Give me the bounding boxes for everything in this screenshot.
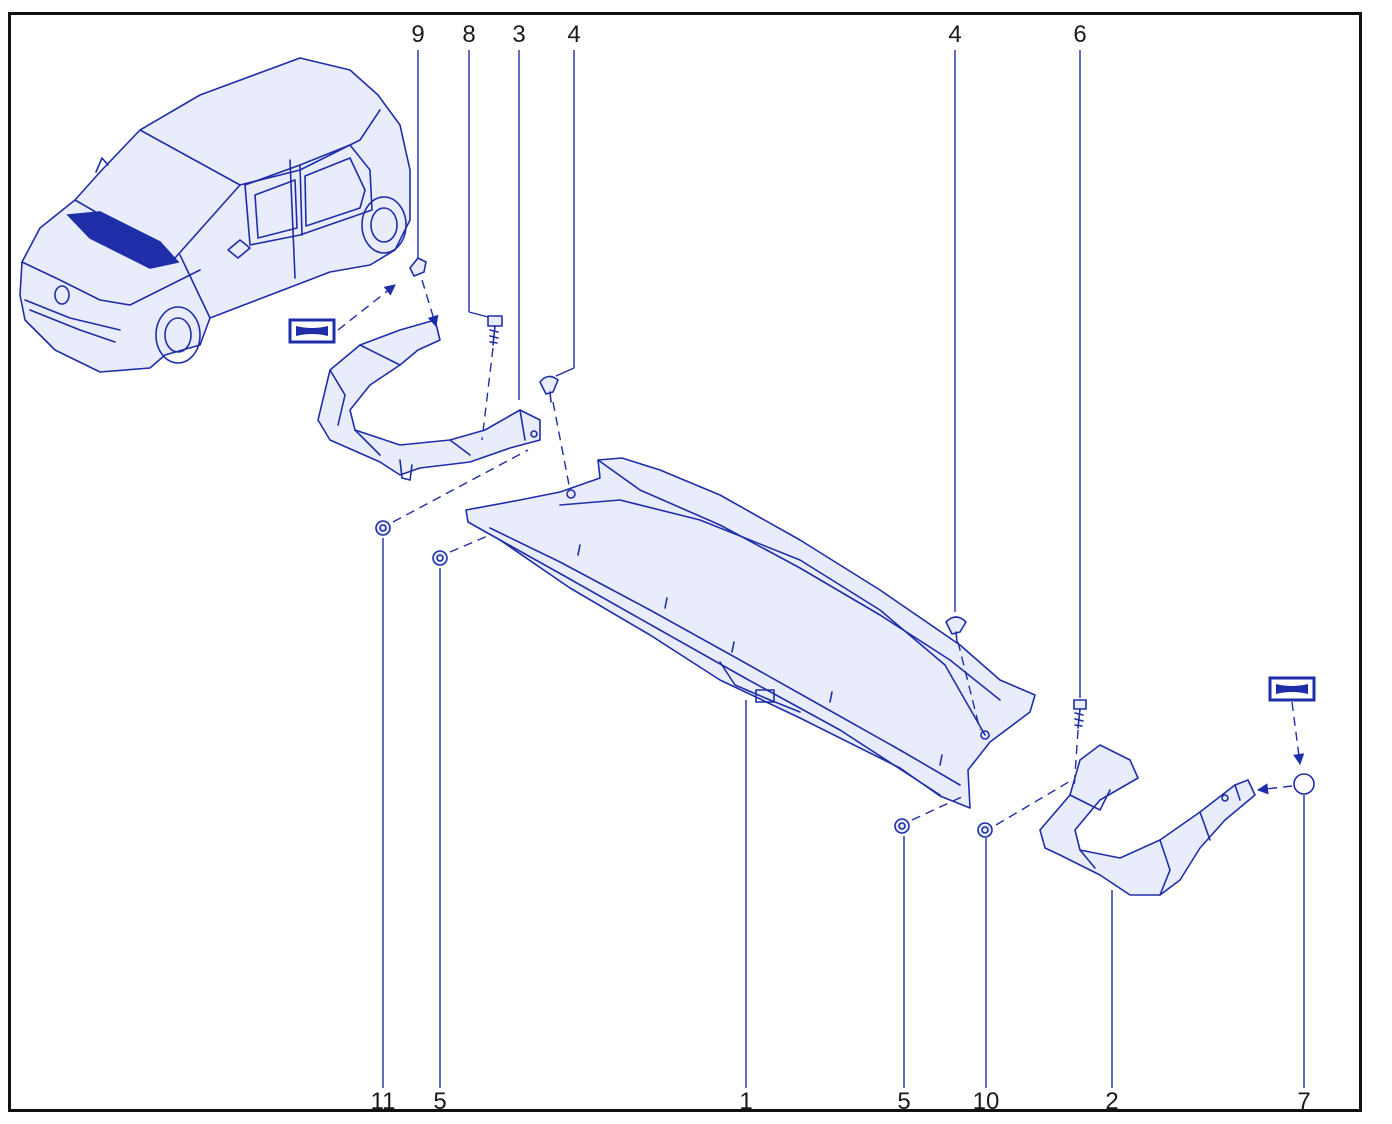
nut-part-5-right — [894, 818, 910, 834]
callout-4-left: 4 — [567, 21, 581, 48]
callout-7: 7 — [1297, 1088, 1311, 1115]
sealant-symbol-icon-right — [1268, 676, 1316, 702]
vehicle-overview-icon — [19, 57, 411, 373]
push-clip-part-left — [539, 375, 559, 403]
assembly-guides — [337, 279, 1305, 826]
clip-part — [409, 257, 427, 277]
callout-10: 10 — [972, 1088, 1000, 1115]
callout-3: 3 — [512, 21, 526, 48]
callout-leaders — [382, 50, 1305, 1088]
screw-part-8 — [487, 315, 503, 346]
callout-6: 6 — [1073, 21, 1087, 48]
callout-5-left: 5 — [433, 1088, 447, 1115]
callout-11: 11 — [370, 1088, 396, 1115]
push-clip-part-right — [945, 616, 967, 643]
screw-part-6 — [1073, 699, 1087, 729]
scuttle-panel-part — [465, 457, 1036, 809]
callout-1: 1 — [739, 1088, 753, 1115]
callout-9: 9 — [411, 21, 425, 48]
nut-part-10 — [977, 822, 993, 838]
right-bracket-part — [1039, 744, 1256, 896]
callout-8: 8 — [462, 21, 476, 48]
callout-4-right: 4 — [948, 21, 962, 48]
plug-part — [1293, 773, 1315, 795]
left-bracket-part — [317, 319, 541, 481]
sealant-symbol-icon — [288, 318, 336, 344]
callout-2: 2 — [1105, 1088, 1119, 1115]
callout-5-right: 5 — [897, 1088, 911, 1115]
nut-part-11 — [375, 520, 391, 536]
nut-part-5-left — [432, 550, 448, 566]
